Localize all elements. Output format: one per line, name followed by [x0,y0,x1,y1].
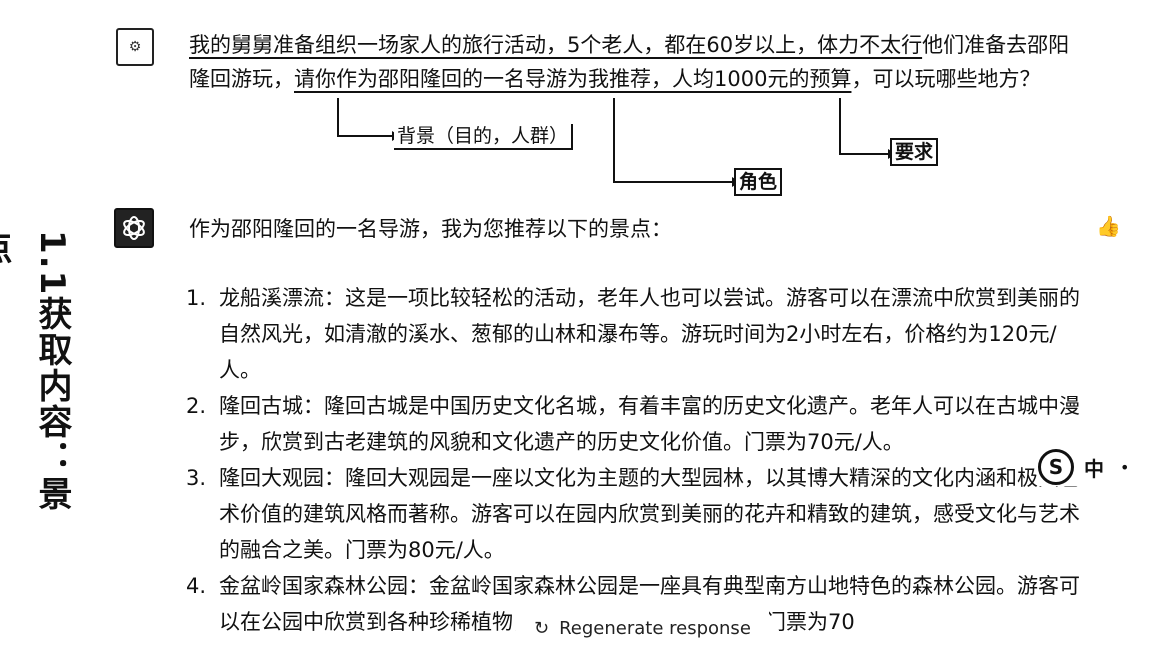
question-part-destination: 他们准备去邵阳隆回游玩， [189,33,1070,91]
list-number: 3. [186,466,207,490]
spot-list: 1. 龙船溪漂流：这是一项比较轻松的活动，老年人也可以尝试。游客可以在漂流中欣赏到… [186,280,1086,640]
arrow-requirement [839,98,888,155]
annotation-requirement: 要求 [890,138,939,166]
question-part-requirement: 人均1000元的预算 [672,67,852,91]
refresh-icon: ↻ [534,617,550,639]
assistant-logo-icon [123,216,145,240]
ime-logo-icon: S [1038,449,1074,485]
assistant-avatar-icon [114,208,154,248]
regenerate-label: Regenerate response [559,617,751,639]
list-number: 4. [186,574,207,598]
ime-dot-icon: • [1120,457,1130,477]
question-part-background: 我的舅舅准备组织一场家人的旅行活动，5个老人，都在60岁以上，体力不太行 [189,33,923,57]
ime-indicator[interactable]: S 中 • [1038,448,1150,486]
side-title: 1.1获取内容：景点 [0,230,72,513]
thumbs-up-icon[interactable]: 👍 [1096,214,1121,238]
list-number: 2. [186,394,207,418]
annotation-background: 背景（目的，人群） [394,124,574,150]
user-avatar-glyph: ⚙ [128,39,142,55]
answer-intro: 作为邵阳隆回的一名导游，我为您推荐以下的景点： [189,217,672,241]
ime-language-label: 中 [1084,456,1104,481]
list-item: 1. 龙船溪漂流：这是一项比较轻松的活动，老年人也可以尝试。游客可以在漂流中欣赏到… [186,280,1086,388]
regenerate-button[interactable]: ↻ Regenerate response [516,606,769,650]
list-item: 3. 隆回大观园：隆回大观园是一座以文化为主题的大型园林，以其博大精深的文化内涵和… [186,460,1086,568]
question-part-role: 请你作为邵阳隆回的一名导游为我推荐， [294,67,672,91]
user-avatar-icon: ⚙ [116,28,154,66]
arrow-background [337,98,392,137]
arrow-role [613,98,732,183]
user-question: 我的舅舅准备组织一场家人的旅行活动，5个老人，都在60岁以上，体力不太行他们准备… [189,28,1089,96]
list-number: 1. [186,286,207,310]
list-text: 隆回古城：隆回古城是中国历史文化名城，有着丰富的历史文化遗产。老年人可以在古城中… [219,394,1080,454]
annotation-role: 角色 [734,168,783,196]
list-item: 2. 隆回古城：隆回古城是中国历史文化名城，有着丰富的历史文化遗产。老年人可以在古… [186,388,1086,460]
list-text: 龙船溪漂流：这是一项比较轻松的活动，老年人也可以尝试。游客可以在漂流中欣赏到美丽… [219,286,1080,382]
list-text: 隆回大观园：隆回大观园是一座以文化为主题的大型园林，以其博大精深的文化内涵和极具… [219,466,1080,562]
question-part-end: ，可以玩哪些地方？ [851,67,1041,91]
